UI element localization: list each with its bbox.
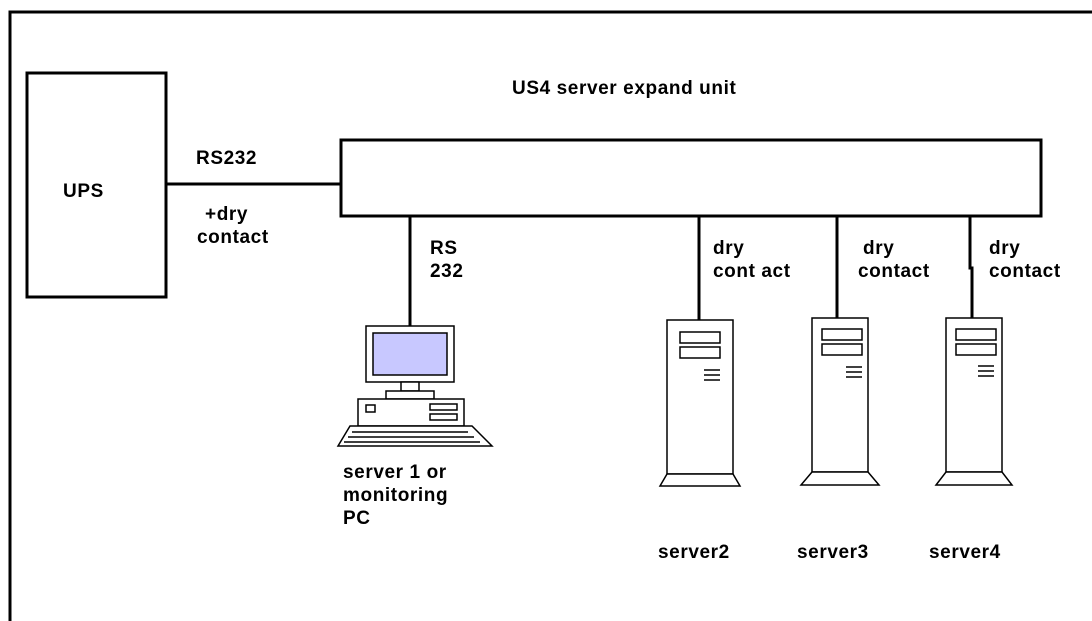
pc-caption-line2: monitoring [343,485,449,506]
outer-frame [8,10,1092,621]
server2-dry-contact-line2: cont act [713,261,791,282]
ups-label: UPS [63,181,104,202]
server2-icon [658,319,742,487]
ups-dry-contact-line2: contact [197,227,269,248]
pc-rs232-label: RS 232 [430,237,464,283]
server2-dry-contact-line1: dry [713,238,745,259]
server2-dry-contact-label: dry cont act [713,237,791,283]
pc-drive-left [365,404,376,413]
pc-drive-right-top [429,403,458,411]
ups-dry-contact-label: +dry contact [197,203,269,249]
pc-caption: server 1 or monitoring PC [343,461,448,530]
pc-neck [400,381,420,392]
server4-dry-contact-line1: dry [989,238,1021,259]
server3-dry-contact-label: dry contact [858,237,930,283]
server2-caption: server2 [658,542,730,563]
unit-to-server4-line [968,216,974,318]
server3-dry-contact-line2: contact [858,261,930,282]
server4-icon [934,317,1014,486]
pc-caption-line3: PC [343,508,371,529]
ups-dry-contact-line1: +dry [205,204,249,225]
pc-drive-right-bottom [429,413,458,421]
pc-stand [385,390,435,400]
server4-caption: server4 [929,542,1001,563]
expand-unit-label: US4 server expand unit [512,78,737,99]
server3-dry-contact-line1: dry [863,238,895,259]
server3-caption: server3 [797,542,869,563]
pc-rs232-line1: RS [430,238,458,259]
pc-caption-line1: server 1 or [343,462,447,483]
pc-rs232-line2: 232 [430,261,464,282]
pc-screen [372,332,448,376]
ups-rs232-label: RS232 [196,148,258,169]
server4-dry-contact-line2: contact [989,261,1061,282]
server4-dry-contact-label: dry contact [989,237,1061,283]
monitoring-pc-icon [336,325,494,447]
expand-unit-box [339,138,1043,218]
pc-keyboard [336,425,494,447]
server3-icon [799,317,881,486]
